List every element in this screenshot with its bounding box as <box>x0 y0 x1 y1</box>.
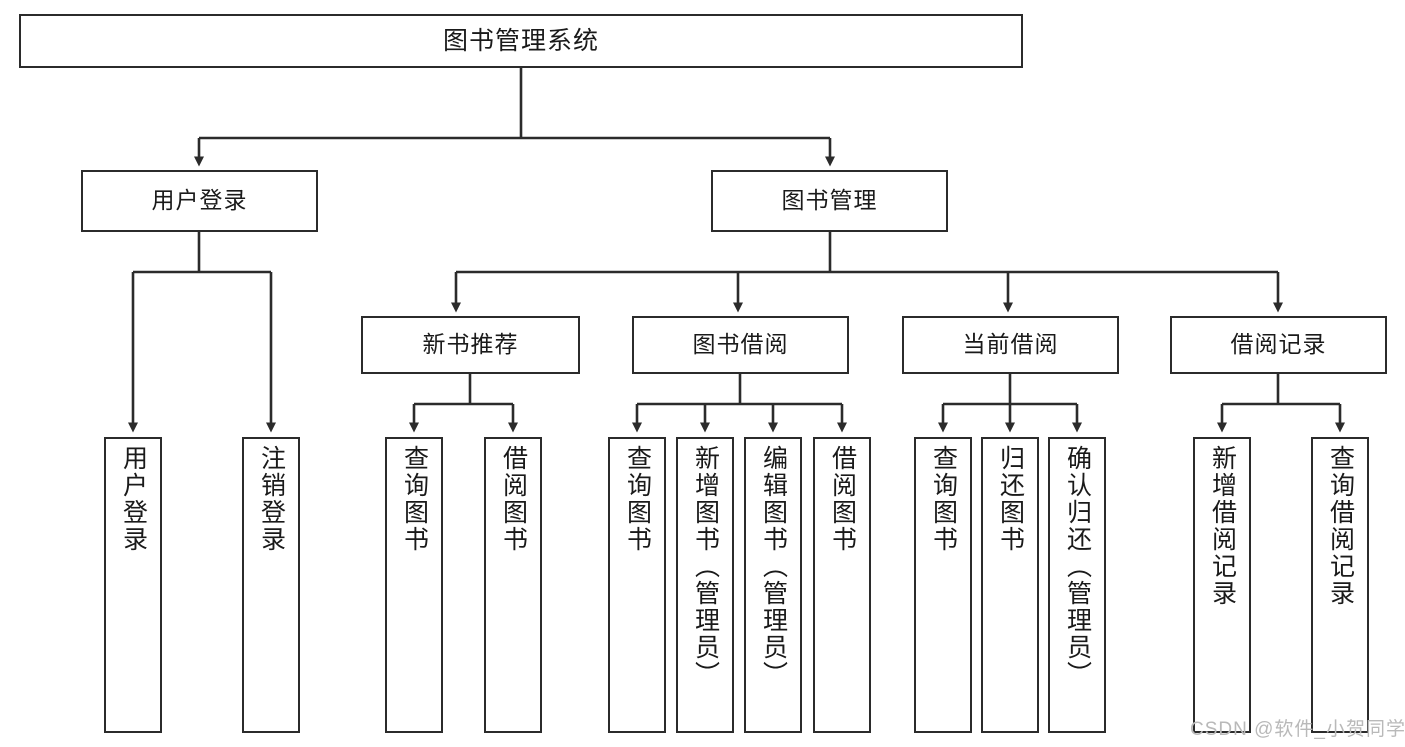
leaf-new-book-query[interactable]: 查询图书 <box>385 437 443 733</box>
leaf-label: 借阅图书 <box>499 445 528 553</box>
leaf-current-borrow-confirm-return[interactable]: 确认归还（管理员） <box>1048 437 1106 733</box>
leaf-label: 新增借阅记录 <box>1208 445 1237 607</box>
leaf-book-borrow-query[interactable]: 查询图书 <box>608 437 666 733</box>
leaf-label: 归还图书 <box>996 445 1025 553</box>
leaf-label: 编辑图书（管理员） <box>759 445 788 688</box>
leaf-book-borrow-borrow[interactable]: 借阅图书 <box>813 437 871 733</box>
node-current-borrow[interactable]: 当前借阅 <box>902 316 1119 374</box>
leaf-user-login-logout[interactable]: 注销登录 <box>242 437 300 733</box>
node-user-login[interactable]: 用户登录 <box>81 170 318 232</box>
node-book-borrow[interactable]: 图书借阅 <box>632 316 849 374</box>
leaf-label: 查询借阅记录 <box>1326 445 1355 607</box>
leaf-book-borrow-add[interactable]: 新增图书（管理员） <box>676 437 734 733</box>
leaf-current-borrow-query[interactable]: 查询图书 <box>914 437 972 733</box>
leaf-label: 查询图书 <box>929 445 958 553</box>
leaf-label: 新增图书（管理员） <box>691 445 720 688</box>
leaf-label: 用户登录 <box>119 445 148 553</box>
leaf-label: 确认归还（管理员） <box>1063 445 1092 688</box>
leaf-label: 注销登录 <box>257 445 286 553</box>
leaf-borrow-record-add[interactable]: 新增借阅记录 <box>1193 437 1251 733</box>
leaf-label: 查询图书 <box>400 445 429 553</box>
leaf-current-borrow-return[interactable]: 归还图书 <box>981 437 1039 733</box>
node-new-book-recommend[interactable]: 新书推荐 <box>361 316 580 374</box>
node-root-system[interactable]: 图书管理系统 <box>19 14 1023 68</box>
leaf-label: 借阅图书 <box>828 445 857 553</box>
leaf-new-book-borrow[interactable]: 借阅图书 <box>484 437 542 733</box>
leaf-borrow-record-query[interactable]: 查询借阅记录 <box>1311 437 1369 733</box>
node-borrow-record[interactable]: 借阅记录 <box>1170 316 1387 374</box>
watermark-csdn: CSDN @软件_小贺同学 <box>1190 719 1405 740</box>
leaf-user-login-login[interactable]: 用户登录 <box>104 437 162 733</box>
leaf-book-borrow-edit[interactable]: 编辑图书（管理员） <box>744 437 802 733</box>
node-book-management[interactable]: 图书管理 <box>711 170 948 232</box>
leaf-label: 查询图书 <box>623 445 652 553</box>
